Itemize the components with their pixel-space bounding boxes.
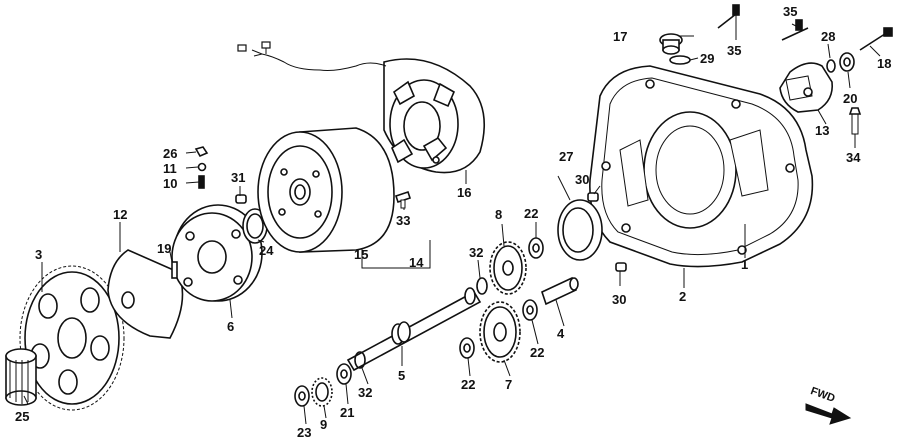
- bolt-part-19: [171, 261, 178, 279]
- callout-35-left: 35: [727, 43, 742, 58]
- flywheel-part-15: [257, 127, 395, 253]
- starter-driven-gear-part-3: [19, 265, 125, 411]
- stator-wire-harness: [237, 41, 387, 71]
- gear-part-7: [479, 301, 521, 363]
- callout-8: 8: [495, 207, 503, 222]
- callout-23: 23: [297, 425, 312, 440]
- washer-part-20: [839, 52, 855, 72]
- callout-1: 1: [741, 257, 749, 272]
- callout-12: 12: [113, 207, 128, 222]
- pin-part-4: [541, 276, 579, 306]
- dowel-part-31: [235, 194, 247, 204]
- oil-filler-cap-part-17: [659, 33, 683, 55]
- washer-part-22-lower: [459, 337, 475, 359]
- callout-30-upper: 30: [575, 172, 590, 187]
- callout-14: 14: [409, 255, 424, 270]
- callout-18: 18: [877, 56, 892, 71]
- callout-6: 6: [227, 319, 235, 334]
- washer-part-23: [294, 385, 310, 407]
- cap-part-26: [194, 146, 209, 158]
- bolt-part-10: [198, 175, 205, 189]
- starter-clutch-part-6: [171, 204, 263, 302]
- leader-lines: [23, 14, 881, 425]
- callout-32-upper: 32: [469, 245, 484, 260]
- callout-19: 19: [157, 241, 172, 256]
- dowel-part-30-lower: [615, 262, 627, 272]
- one-way-clutch-part-25: [5, 348, 37, 406]
- callout-20: 20: [843, 91, 858, 106]
- callout-22-middle: 22: [530, 345, 545, 360]
- callout-21: 21: [340, 405, 355, 420]
- shaft-part-5: [346, 287, 482, 372]
- callout-35-right: 35: [783, 4, 798, 19]
- washer-part-11: [197, 162, 207, 172]
- stator-part-16: [383, 58, 486, 174]
- callout-13: 13: [815, 123, 830, 138]
- callout-2: 2: [679, 289, 687, 304]
- plate-part-12: [107, 249, 184, 339]
- clip-part-32-upper: [476, 277, 488, 295]
- clip-part-32-lower: [354, 351, 366, 369]
- callout-7: 7: [505, 377, 513, 392]
- bolt-part-34: [848, 107, 862, 135]
- callout-30-lower: 30: [612, 292, 627, 307]
- bolt-part-18: [859, 27, 893, 51]
- washer-part-22-middle: [522, 299, 538, 321]
- callout-16: 16: [457, 185, 472, 200]
- callout-5: 5: [398, 368, 406, 383]
- oil-seal-part-27: [557, 199, 603, 261]
- gear-part-8: [489, 241, 527, 295]
- callout-32-lower: 32: [358, 385, 373, 400]
- screw-part-33: [394, 190, 412, 209]
- callout-4: 4: [557, 326, 565, 341]
- callout-31: 31: [231, 170, 246, 185]
- callout-27: 27: [559, 149, 574, 164]
- callout-10: 10: [163, 176, 178, 191]
- callout-25: 25: [15, 409, 30, 424]
- callout-9: 9: [320, 417, 328, 432]
- o-ring-part-29: [669, 55, 691, 65]
- callout-28: 28: [821, 29, 836, 44]
- callout-24: 24: [259, 243, 274, 258]
- bolt-part-35-right: [781, 19, 809, 41]
- callout-34: 34: [846, 150, 861, 165]
- callout-17: 17: [613, 29, 628, 44]
- callout-26: 26: [163, 146, 178, 161]
- cover-part-13: [779, 62, 834, 113]
- callout-29: 29: [700, 51, 715, 66]
- callout-15: 15: [354, 247, 369, 262]
- callout-22-lower: 22: [461, 377, 476, 392]
- gear-part-9: [311, 377, 333, 407]
- washer-part-21: [336, 363, 352, 385]
- crankcase-cover-part-2: [589, 65, 814, 268]
- callout-11: 11: [163, 161, 177, 176]
- washer-part-22-upper: [528, 237, 544, 259]
- callout-3: 3: [35, 247, 43, 262]
- dowel-part-30-upper: [587, 192, 599, 202]
- forward-arrow-icon: [805, 403, 852, 425]
- callout-33: 33: [396, 213, 411, 228]
- callout-22-upper: 22: [524, 206, 539, 221]
- o-ring-part-28: [826, 59, 836, 73]
